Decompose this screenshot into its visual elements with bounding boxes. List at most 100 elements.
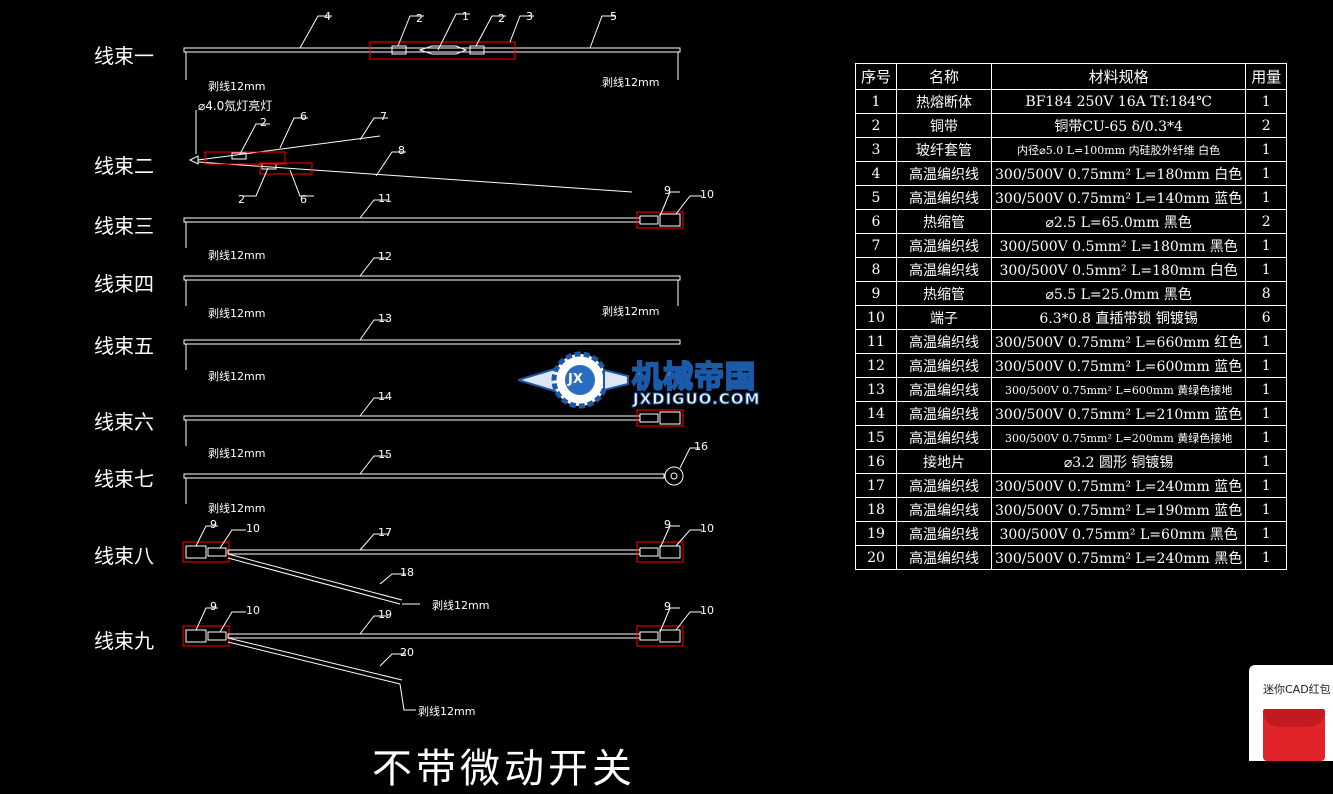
bom-cell-qty: 1 (1245, 425, 1288, 450)
bom-cell-name: 高温编织线 (896, 377, 992, 402)
bom-cell-name: 高温编织线 (896, 545, 992, 570)
bom-cell-no: 10 (855, 305, 897, 330)
bom-cell-name: 热熔断体 (896, 89, 992, 114)
bundle-label-1: 线束一 (94, 44, 154, 68)
bom-cell-no: 15 (855, 425, 897, 450)
bom-cell-no: 6 (855, 209, 897, 234)
strip-note: 剥线12mm (208, 249, 266, 262)
callout-2c: 2 (260, 116, 267, 129)
callout-10c: 10 (700, 522, 714, 535)
bom-cell-spec: 300/500V 0.75mm² L=240mm 蓝色 (990, 473, 1247, 498)
bom-cell-no: 12 (855, 353, 897, 378)
harness-drawing (182, 13, 702, 711)
bom-cell-name: 高温编织线 (896, 401, 992, 426)
bom-cell-qty: 1 (1245, 89, 1288, 114)
watermark-badge: JX (568, 372, 583, 387)
bom-cell-qty: 1 (1245, 401, 1288, 426)
callout-9d: 9 (210, 600, 217, 613)
bundle-7-wire (183, 466, 684, 504)
bom-cell-name: 端子 (896, 305, 992, 330)
bom-cell-no: 20 (855, 545, 897, 570)
bundle-5-wire (183, 339, 681, 370)
bom-cell-spec: 300/500V 0.75mm² L=200mm 黄绿色接地 (990, 425, 1247, 450)
callout-10d: 10 (246, 604, 260, 617)
bom-cell-qty: 1 (1245, 497, 1288, 522)
bom-header-row: 序号 名称 材料规格 用量 (855, 63, 1288, 90)
callout-1: 1 (462, 10, 469, 23)
bom-cell-qty: 6 (1245, 305, 1288, 330)
bom-cell-no: 11 (855, 329, 897, 354)
callout-9a: 9 (664, 184, 671, 197)
bom-cell-spec: 300/500V 0.75mm² L=140mm 蓝色 (990, 185, 1247, 210)
callout-11: 11 (378, 192, 392, 205)
bom-cell-name: 玻纤套管 (896, 137, 992, 162)
bom-header-name: 名称 (896, 63, 992, 90)
bom-cell-qty: 1 (1245, 161, 1288, 186)
bom-cell-spec: 300/500V 0.5mm² L=180mm 白色 (990, 257, 1247, 282)
bom-cell-qty: 2 (1245, 113, 1288, 138)
bundle-label-9: 线束九 (94, 629, 154, 653)
strip-note: 剥线12mm (432, 599, 490, 612)
callout-6b: 6 (300, 193, 307, 206)
bom-cell-name: 高温编织线 (896, 521, 992, 546)
callout-9c: 9 (664, 518, 671, 531)
bundle-label-2: 线束二 (94, 154, 154, 178)
callout-3: 3 (526, 10, 533, 23)
bom-cell-qty: 1 (1245, 329, 1288, 354)
bom-cell-spec: 300/500V 0.75mm² L=600mm 蓝色 (990, 353, 1247, 378)
bottom-title: 不带微动开关 (372, 746, 636, 792)
cad-redpacket-ad[interactable]: 迷你CAD红包 (1249, 665, 1333, 761)
bom-header-qty: 用量 (1245, 63, 1288, 90)
bom-cell-no: 1 (855, 89, 897, 114)
bom-cell-no: 19 (855, 521, 897, 546)
callout-15: 15 (378, 448, 392, 461)
callout-20: 20 (400, 646, 414, 659)
leader-lines (195, 13, 702, 711)
bundle-2-wire (188, 110, 633, 193)
bom-cell-qty: 1 (1245, 473, 1288, 498)
bom-cell-name: 高温编织线 (896, 185, 992, 210)
callout-8: 8 (398, 144, 405, 157)
bom-cell-name: 高温编织线 (896, 473, 992, 498)
bom-cell-spec: 300/500V 0.75mm² L=210mm 蓝色 (990, 401, 1247, 426)
bom-cell-qty: 1 (1245, 449, 1288, 474)
bom-cell-spec: 300/500V 0.75mm² L=190mm 蓝色 (990, 497, 1247, 522)
bom-cell-name: 高温编织线 (896, 353, 992, 378)
strip-note: 剥线12mm (208, 447, 266, 460)
bom-cell-qty: 1 (1245, 233, 1288, 258)
watermark-url: JXDIGUO.COM (632, 390, 761, 409)
bundle-9-wire (182, 625, 684, 685)
bom-cell-qty: 1 (1245, 521, 1288, 546)
bom-header-spec: 材料规格 (990, 63, 1247, 90)
bundle-label-3: 线束三 (94, 214, 154, 238)
bom-cell-spec: 300/500V 0.75mm² L=600mm 黄绿色接地 (990, 377, 1247, 402)
callout-4: 4 (324, 10, 331, 23)
watermark-logo (518, 351, 629, 409)
bom-cell-no: 8 (855, 257, 897, 282)
callout-17: 17 (378, 526, 392, 539)
bundle-label-7: 线束七 (94, 467, 154, 491)
ad-text: 迷你CAD红包 (1263, 683, 1331, 696)
bom-cell-no: 17 (855, 473, 897, 498)
bom-cell-name: 高温编织线 (896, 425, 992, 450)
bundle-3-wire (183, 211, 684, 248)
bom-cell-spec: 300/500V 0.75mm² L=240mm 黑色 (990, 545, 1247, 570)
callout-18: 18 (400, 566, 414, 579)
bom-cell-name: 铜带 (896, 113, 992, 138)
red-envelope-icon[interactable] (1263, 709, 1325, 761)
bom-cell-spec: BF184 250V 16A Tf:184℃ (990, 89, 1247, 114)
bom-cell-name: 热缩管 (896, 209, 992, 234)
bom-cell-spec: 铜带CU-65 δ/0.3*4 (990, 113, 1247, 138)
bom-cell-spec: 内径⌀5.0 L=100mm 内硅胶外纤维 白色 (990, 137, 1247, 162)
strip-note: 剥线12mm (418, 705, 476, 718)
bom-cell-no: 5 (855, 185, 897, 210)
